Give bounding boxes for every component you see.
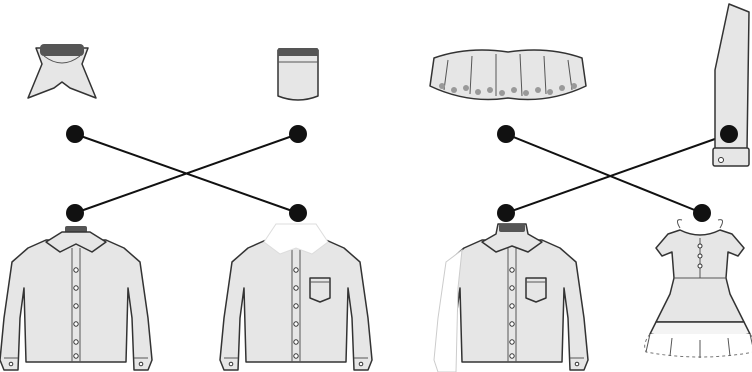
collar-icon (28, 44, 96, 98)
connector-line-sleeve (506, 134, 729, 213)
connector-line-ruffle (506, 134, 702, 213)
shirt-no-sleeve-icon (434, 224, 588, 372)
dot-bottom-shirt-missing-collar[interactable] (66, 204, 84, 222)
dress-no-ruffle-icon (645, 220, 752, 358)
dot-top-pocket[interactable] (289, 125, 307, 143)
dot-bottom-dress-missing-ruffle[interactable] (693, 204, 711, 222)
ruffle-trim-icon (430, 50, 586, 100)
shirt-no-pocket-icon (220, 224, 372, 370)
pocket-icon (278, 48, 318, 100)
dot-bottom-shirt-missing-pocket[interactable] (289, 204, 307, 222)
dot-top-collar[interactable] (66, 125, 84, 143)
connection-dots (66, 125, 738, 222)
connector-lines (75, 134, 729, 213)
dot-bottom-shirt-missing-sleeve[interactable] (497, 204, 515, 222)
dot-top-sleeve[interactable] (720, 125, 738, 143)
shirt-no-collar-icon (0, 226, 152, 370)
dot-top-ruffle[interactable] (497, 125, 515, 143)
